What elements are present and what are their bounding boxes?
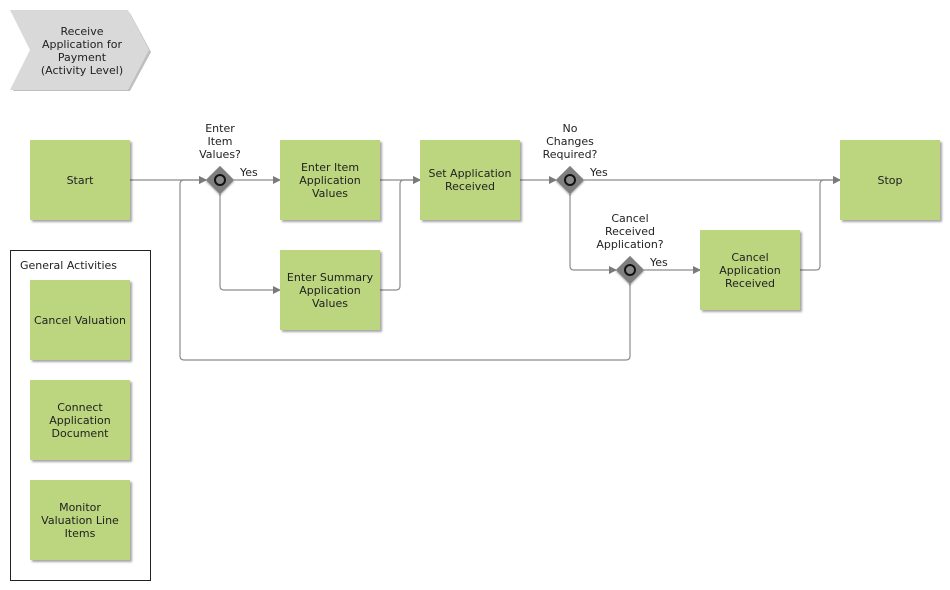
activity-cancel-valuation[interactable]: Cancel Valuation: [30, 280, 130, 360]
gateway-ring-icon: [564, 174, 576, 186]
edge-label-yes: Yes: [240, 166, 258, 179]
gateway-label-no-changes-required: No Changes Required?: [542, 122, 598, 161]
process-title-chevron: Receive Application for Payment (Activit…: [10, 10, 152, 92]
activity-monitor-valuation-line-items[interactable]: Monitor Valuation Line Items: [30, 480, 130, 560]
edge-label-yes: Yes: [650, 256, 668, 269]
gateway-ring-icon: [214, 174, 226, 186]
connector-enter-summary-to-set-received: [380, 176, 421, 291]
gateway-label-cancel-received-application: Cancel Received Application?: [596, 212, 664, 251]
activity-cancel-application-received[interactable]: Cancel Application Received: [700, 230, 800, 310]
gateway-enter-item-values[interactable]: [205, 165, 235, 195]
connector-gateway1-to-enter-summary: [219, 194, 281, 294]
chevron-shape: [10, 10, 151, 91]
connector-gateway3-loop-back: [179, 176, 631, 361]
edge-label-yes: Yes: [590, 166, 608, 179]
gateway-label-enter-item-values: Enter Item Values?: [199, 122, 241, 161]
gateway-cancel-received-application[interactable]: [615, 255, 645, 285]
gateway-ring-icon: [624, 264, 636, 276]
activity-stop[interactable]: Stop: [840, 140, 940, 220]
activity-set-application-received[interactable]: Set Application Received: [420, 140, 520, 220]
general-activities-title: General Activities: [20, 259, 118, 272]
gateway-no-changes-required[interactable]: [555, 165, 585, 195]
activity-enter-item-application-values[interactable]: Enter Item Application Values: [280, 140, 380, 220]
activity-enter-summary-application-values[interactable]: Enter Summary Application Values: [280, 250, 380, 330]
connector-gateway2-to-gateway3: [569, 194, 617, 274]
activity-connect-application-document[interactable]: Connect Application Document: [30, 380, 130, 460]
activity-start[interactable]: Start: [30, 140, 130, 220]
connector-cancel-to-stop: [800, 176, 841, 271]
process-title: Receive Application for Payment (Activit…: [40, 25, 124, 77]
